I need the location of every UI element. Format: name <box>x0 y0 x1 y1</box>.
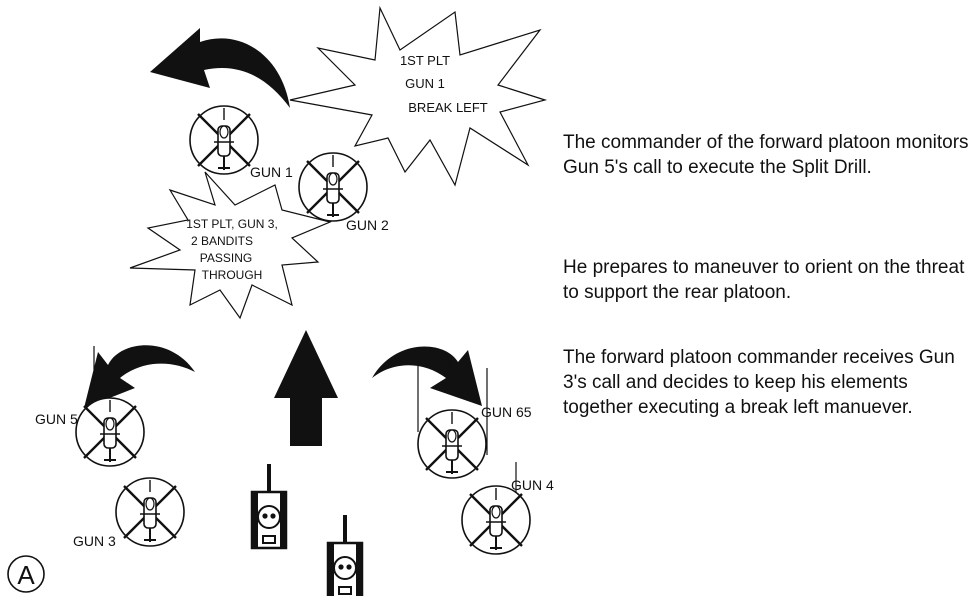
burst-text-line: 2 BANDITS <box>191 234 253 248</box>
burst-text-line: THROUGH <box>202 268 263 282</box>
helicopter-icon <box>460 484 532 556</box>
label-gun-2: GUN 2 <box>346 217 389 233</box>
up-arrow-icon <box>274 330 338 446</box>
helicopter-icon <box>297 151 369 223</box>
caption-text: The forward platoon commander receives G… <box>563 347 955 418</box>
caption-paragraph-2: He prepares to maneuver to orient on the… <box>563 255 975 305</box>
curved-arrow-icon <box>150 28 290 108</box>
helicopter-icon <box>74 396 146 468</box>
curved-arrow-icon <box>84 345 195 408</box>
caption-text: The commander of the forward platoon mon… <box>563 132 969 178</box>
label-gun-65: GUN 65 <box>481 404 532 420</box>
burst-text-line: PASSING <box>200 251 252 265</box>
caption-paragraph-1: The commander of the forward platoon mon… <box>563 130 975 180</box>
helicopter-icon <box>188 104 260 176</box>
label-gun-1: GUN 1 <box>250 164 293 180</box>
figure-letter-badge: A <box>7 555 45 593</box>
curved-arrow-icon <box>372 346 482 406</box>
burst-text-line: 1ST PLT <box>400 53 450 68</box>
burst-text-line: BREAK LEFT <box>408 100 488 115</box>
radio-call-burst-bandits: 1ST PLT, GUN 3, 2 BANDITS PASSING THROUG… <box>129 171 332 320</box>
caption-paragraph-3: The forward platoon commander receives G… <box>563 345 975 420</box>
tank-icon <box>326 513 364 596</box>
label-gun-3: GUN 3 <box>73 533 116 549</box>
figure-letter: A <box>17 560 35 590</box>
caption-text: He prepares to maneuver to orient on the… <box>563 257 965 303</box>
tank-icon <box>250 462 288 550</box>
helicopter-icon <box>416 408 488 480</box>
burst-text-line: GUN 1 <box>405 76 445 91</box>
burst-text-line: 1ST PLT, GUN 3, <box>186 217 278 231</box>
radio-call-burst-break-left: 1ST PLT GUN 1 BREAK LEFT <box>289 5 548 187</box>
label-gun-4: GUN 4 <box>511 477 554 493</box>
label-gun-5: GUN 5 <box>35 411 78 427</box>
helicopter-icon <box>114 476 186 548</box>
